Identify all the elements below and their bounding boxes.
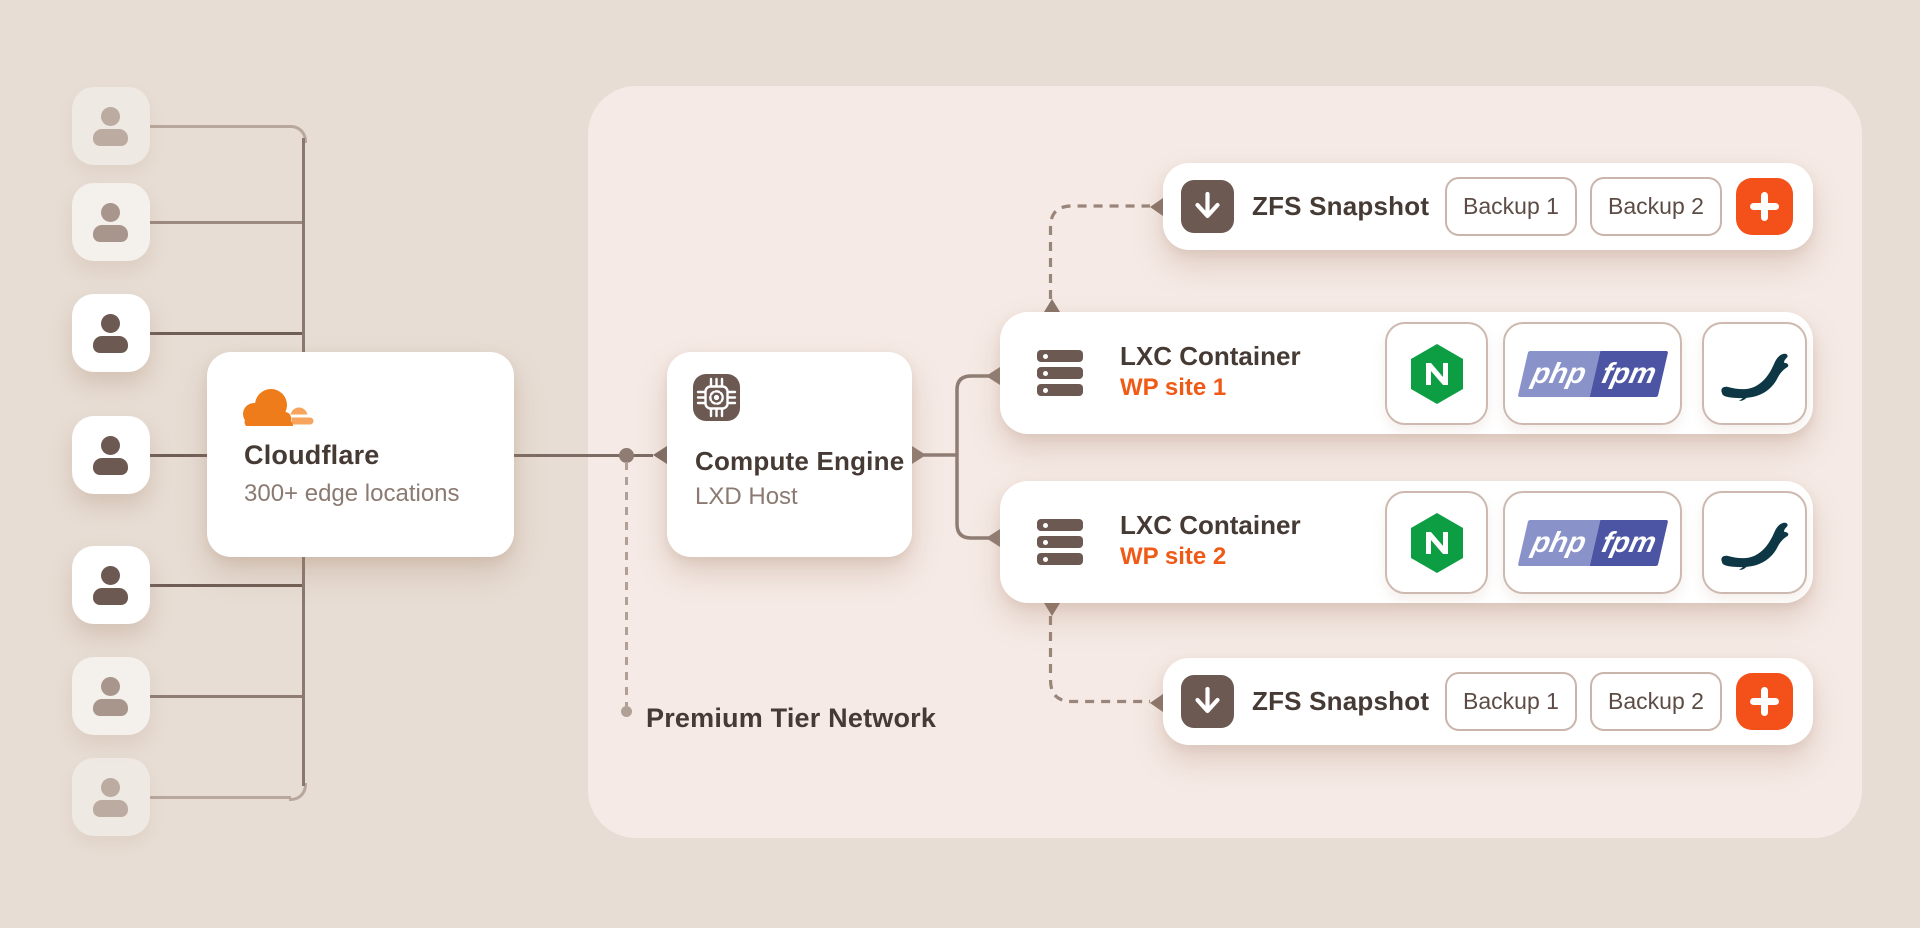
premium-tier-network-label: Premium Tier Network	[646, 703, 937, 733]
connector-foot	[653, 446, 667, 464]
fpm-label: fpm	[1589, 519, 1668, 566]
connector-foot	[1150, 197, 1163, 216]
wp-site-label: WP site 1	[1120, 374, 1227, 401]
connector-foot	[1044, 603, 1060, 616]
nginx-icon	[1410, 512, 1463, 573]
branch-connector	[922, 374, 994, 540]
snapshot-connector-bottom	[1048, 616, 1150, 704]
backup-1-button[interactable]: Backup 1	[1445, 672, 1577, 731]
download-arrow-icon	[1181, 180, 1234, 233]
snapshot-connector-top	[1048, 204, 1150, 299]
nginx-tile	[1385, 322, 1488, 425]
lxc-container-row-1: LXC Container WP site 1 php fpm	[1000, 312, 1813, 434]
zfs-snapshot-title: ZFS Snapshot	[1252, 191, 1430, 221]
connector-foot	[1150, 693, 1163, 712]
compute-engine-card: Compute Engine LXD Host	[667, 352, 912, 557]
add-backup-button[interactable]	[1736, 673, 1793, 730]
compute-engine-title: Compute Engine	[695, 446, 905, 476]
mariadb-seal-icon	[1720, 353, 1788, 401]
add-backup-button[interactable]	[1736, 178, 1793, 235]
fpm-label: fpm	[1589, 350, 1668, 397]
user-icon	[72, 294, 150, 372]
php-fpm-tile: php fpm	[1503, 322, 1682, 425]
cpu-chip-icon	[693, 374, 740, 421]
cloudflare-card: Cloudflare 300+ edge locations	[207, 352, 514, 557]
lxc-title: LXC Container	[1120, 510, 1301, 540]
user-icon	[72, 416, 150, 494]
mariadb-tile	[1702, 491, 1807, 594]
php-label: php	[1517, 519, 1600, 566]
server-stack-icon	[1037, 350, 1083, 396]
compute-engine-subtitle: LXD Host	[695, 483, 798, 510]
backup-2-button[interactable]: Backup 2	[1590, 177, 1722, 236]
user-icon	[72, 87, 150, 165]
user-connector-line	[150, 583, 304, 587]
cloudflare-compute-line	[514, 453, 653, 457]
connector-foot	[986, 367, 1000, 385]
connector-foot	[986, 529, 1000, 547]
download-arrow-icon	[1181, 675, 1234, 728]
nginx-tile	[1385, 491, 1488, 594]
cloudflare-cloud-icon	[243, 389, 317, 428]
plus-icon	[1761, 687, 1768, 716]
user-icon	[72, 657, 150, 735]
network-junction-dot	[618, 447, 634, 463]
mariadb-tile	[1702, 322, 1807, 425]
user-person-icon	[91, 313, 131, 353]
user-icon	[72, 183, 150, 261]
user-connector-line	[150, 220, 304, 224]
user-person-icon	[91, 106, 131, 146]
php-fpm-tile: php fpm	[1503, 491, 1682, 594]
wp-site-label: WP site 2	[1120, 543, 1227, 570]
connector-foot	[912, 446, 926, 464]
user-person-icon	[91, 435, 131, 475]
zfs-snapshot-title: ZFS Snapshot	[1252, 686, 1430, 716]
nginx-icon	[1410, 343, 1463, 404]
user-connector-line	[150, 795, 291, 799]
mariadb-seal-icon	[1720, 522, 1788, 570]
user-person-icon	[91, 676, 131, 716]
user-connector-line	[150, 694, 304, 698]
lxc-title: LXC Container	[1120, 341, 1301, 371]
backup-1-button[interactable]: Backup 1	[1445, 177, 1577, 236]
user-icon	[72, 546, 150, 624]
server-stack-icon	[1037, 519, 1083, 565]
user-icon	[72, 758, 150, 836]
cloudflare-title: Cloudflare	[244, 440, 380, 470]
connector-elbow	[289, 124, 307, 143]
php-fpm-logo: php fpm	[1517, 519, 1668, 566]
user-person-icon	[91, 565, 131, 605]
connector-foot	[1044, 299, 1060, 312]
lxc-text-block: LXC Container WP site 1	[1120, 339, 1301, 403]
plus-icon	[1761, 192, 1768, 221]
user-person-icon	[91, 202, 131, 242]
premium-network-dot	[620, 706, 632, 717]
php-fpm-logo: php fpm	[1517, 350, 1668, 397]
zfs-snapshot-row-1: ZFS Snapshot Backup 1 Backup 2	[1163, 163, 1813, 250]
zfs-snapshot-row-2: ZFS Snapshot Backup 1 Backup 2	[1163, 658, 1813, 745]
php-label: php	[1517, 350, 1600, 397]
user-connector-line	[150, 331, 304, 335]
backup-2-button[interactable]: Backup 2	[1590, 672, 1722, 731]
user-person-icon	[91, 777, 131, 817]
user-connector-line	[150, 124, 291, 128]
lxc-text-block: LXC Container WP site 2	[1120, 508, 1301, 572]
premium-network-dashed-line	[624, 462, 628, 706]
lxc-container-row-2: LXC Container WP site 2 php fpm	[1000, 481, 1813, 603]
cloudflare-subtitle: 300+ edge locations	[244, 480, 460, 507]
